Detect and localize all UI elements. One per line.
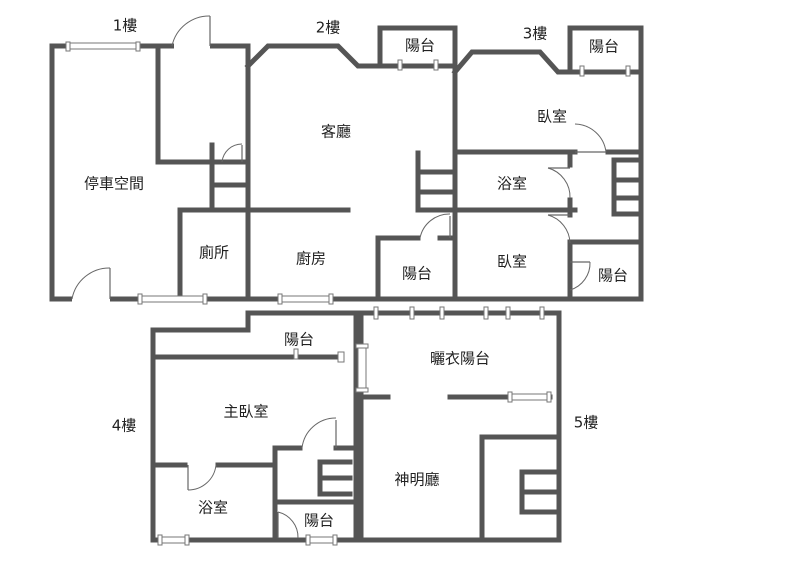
floor-4-walls bbox=[150, 310, 359, 543]
room-label-bath-4f: 浴室 bbox=[198, 499, 228, 517]
floor-label-3f: 3樓 bbox=[523, 25, 548, 43]
floor-4-windows bbox=[157, 348, 345, 546]
floor-3-doors bbox=[547, 123, 607, 291]
room-label-toilet: 廁所 bbox=[199, 244, 229, 262]
room-label-balcony-2f-top: 陽台 bbox=[405, 37, 435, 55]
floor-5-windows bbox=[355, 306, 552, 403]
floor-label-5f: 5樓 bbox=[574, 414, 599, 432]
floor-4-doors bbox=[187, 417, 337, 539]
room-label-balcony-3f-bottom: 陽台 bbox=[598, 267, 628, 285]
room-label-master-bedroom: 主臥室 bbox=[223, 403, 268, 421]
room-label-parking: 停車空間 bbox=[84, 175, 144, 193]
floor-3-windows bbox=[579, 65, 631, 77]
room-label-balcony-4f-top: 陽台 bbox=[284, 331, 314, 349]
room-label-bedroom-3f-bottom: 臥室 bbox=[497, 253, 527, 271]
floor-label-4f: 4樓 bbox=[112, 417, 137, 435]
floor-1-windows bbox=[65, 41, 208, 305]
floor-2-windows bbox=[277, 59, 439, 305]
floor-label-2f: 2樓 bbox=[316, 19, 341, 37]
room-label-shrine-hall: 神明廳 bbox=[394, 471, 439, 489]
room-label-balcony-3f-top: 陽台 bbox=[589, 38, 619, 56]
floor-label-1f: 1樓 bbox=[113, 17, 138, 35]
room-label-drying-balcony: 曬衣陽台 bbox=[430, 350, 490, 368]
floor-3-walls bbox=[451, 25, 644, 302]
floor-2-doors bbox=[419, 213, 451, 239]
room-label-living: 客廳 bbox=[321, 123, 351, 141]
room-label-kitchen: 廚房 bbox=[296, 250, 326, 268]
room-label-bath-3f: 浴室 bbox=[497, 175, 527, 193]
room-label-bedroom-3f-top: 臥室 bbox=[537, 108, 567, 126]
floor-2-walls bbox=[244, 25, 458, 302]
room-label-balcony-4f-bottom: 陽台 bbox=[304, 512, 334, 530]
room-label-balcony-2f-kitchen: 陽台 bbox=[402, 265, 432, 283]
floor-1-doors bbox=[71, 15, 243, 303]
floor-5-walls bbox=[358, 310, 562, 543]
